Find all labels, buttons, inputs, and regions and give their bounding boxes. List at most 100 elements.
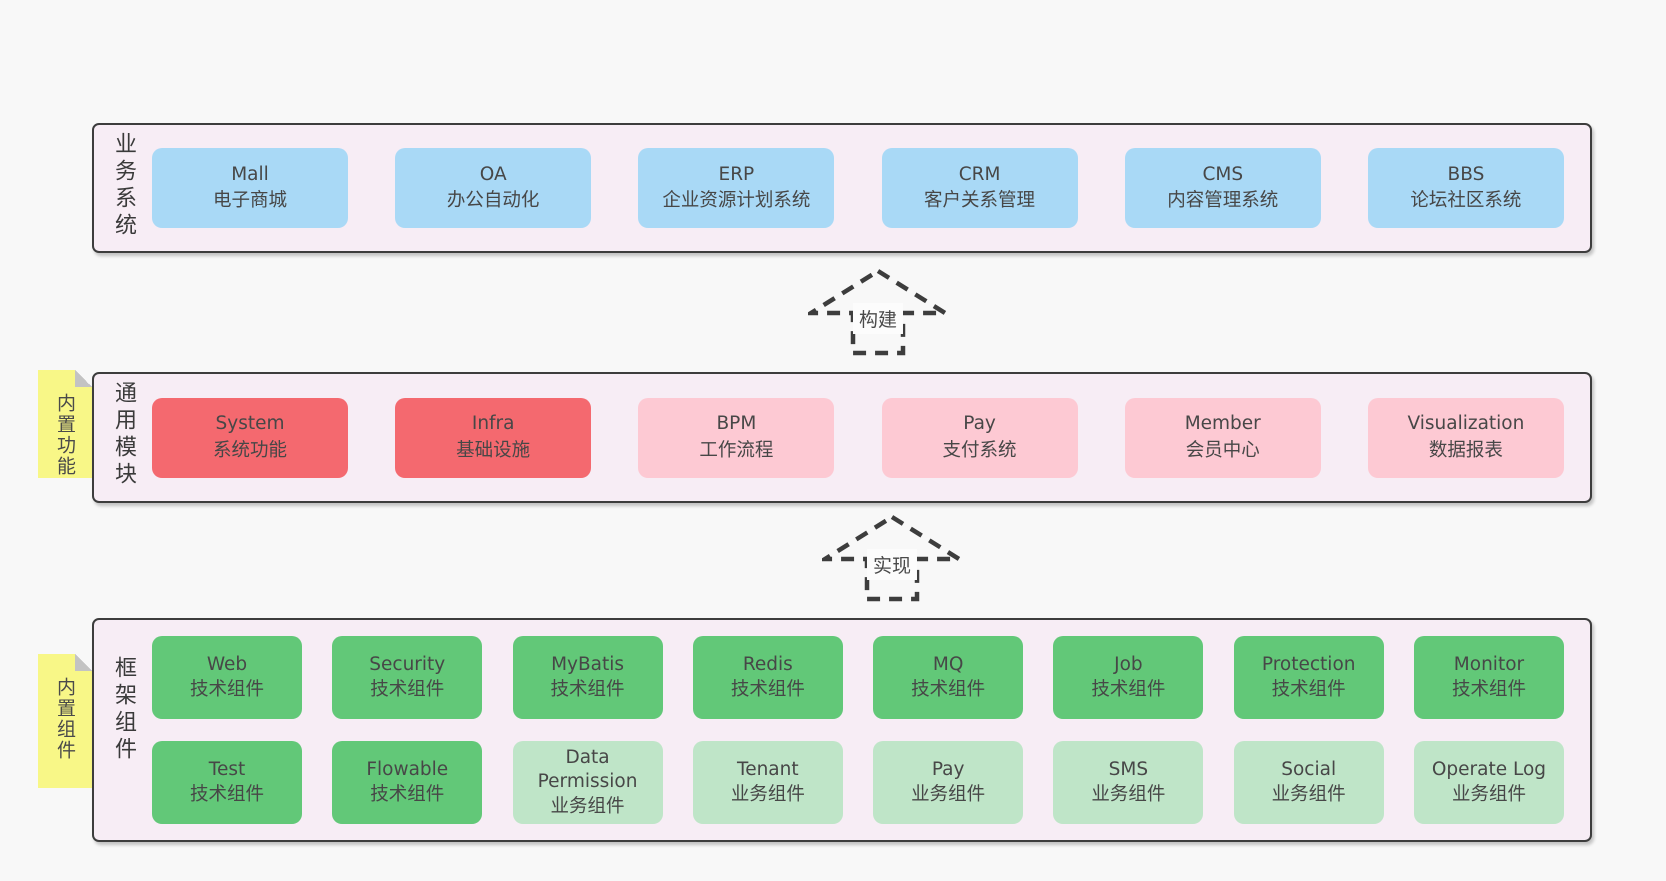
box-sms: SMS 业务组件 — [1053, 741, 1204, 824]
box-mq: MQ 技术组件 — [873, 636, 1024, 719]
box-subtitle: 业务组件 — [1091, 783, 1166, 805]
box-subtitle: 电子商城 — [212, 190, 287, 211]
box-title: Web — [206, 654, 248, 676]
box-social: Social 业务组件 — [1233, 741, 1384, 824]
box-protection: Protection 技术组件 — [1233, 636, 1384, 719]
implement-arrow-icon: 实现 — [822, 514, 962, 602]
sticky-note-builtin-components: 内置组件 — [38, 654, 92, 788]
build-arrow-icon: 构建 — [808, 268, 948, 356]
box-subtitle: 论坛社区系统 — [1410, 190, 1522, 211]
box-security: Security 技术组件 — [332, 636, 483, 719]
box-subtitle: 业务组件 — [1451, 783, 1526, 805]
build-arrow-label: 构建 — [852, 303, 904, 334]
box-subtitle: 内容管理系统 — [1167, 190, 1279, 211]
box-title: BPM — [716, 413, 757, 435]
sticky-note-builtin-features: 内置功能 — [38, 370, 92, 478]
section-label-business: 业务系统 — [111, 132, 136, 240]
box-subtitle: 技术组件 — [1271, 678, 1346, 700]
box-title: BBS — [1447, 163, 1485, 185]
box-bbs: BBS 论坛社区系统 — [1367, 148, 1564, 228]
box-title: Social — [1281, 759, 1337, 781]
box-title: Job — [1114, 654, 1143, 676]
box-subtitle: 技术组件 — [370, 783, 445, 805]
box-visualization: Visualization 数据报表 — [1367, 397, 1564, 478]
box-title: Pay — [931, 759, 965, 781]
box-title: SMS — [1108, 759, 1149, 781]
box-web: Web 技术组件 — [152, 636, 302, 719]
box-subtitle: 技术组件 — [189, 678, 264, 700]
box-cms: CMS 内容管理系统 — [1124, 148, 1321, 228]
box-pay: Pay 支付系统 — [881, 397, 1078, 478]
box-mall: Mall 电子商城 — [152, 148, 348, 228]
section-business-systems: 业务系统 Mall 电子商城 OA 办公自动化 ERP 企业资源计划系统 CRM… — [92, 123, 1592, 253]
box-title: CRM — [958, 163, 1001, 185]
box-infra: Infra 基础设施 — [395, 397, 592, 478]
box-subtitle: 技术组件 — [1451, 678, 1526, 700]
box-crm: CRM 客户关系管理 — [881, 148, 1078, 228]
sticky-text: 内置组件 — [54, 677, 76, 761]
box-title: Mall — [231, 163, 269, 185]
box-title: Infra — [471, 413, 515, 435]
box-title: Pay — [963, 413, 996, 435]
box-title: Monitor — [1453, 654, 1525, 676]
box-title: CMS — [1202, 163, 1244, 185]
box-mybatis: MyBatis 技术组件 — [512, 636, 663, 719]
box-title: Tenant — [737, 759, 799, 781]
box-subtitle: 支付系统 — [942, 439, 1017, 461]
box-monitor: Monitor 技术组件 — [1413, 636, 1564, 719]
box-subtitle: 技术组件 — [189, 783, 264, 805]
box-subtitle: 技术组件 — [370, 678, 445, 700]
box-test: Test 技术组件 — [152, 741, 302, 824]
box-subtitle: 技术组件 — [550, 678, 625, 700]
box-subtitle: 办公自动化 — [446, 190, 540, 211]
box-job: Job 技术组件 — [1053, 636, 1204, 719]
business-boxes-row: Mall 电子商城 OA 办公自动化 ERP 企业资源计划系统 CRM 客户关系… — [152, 125, 1564, 251]
box-subtitle: 业务组件 — [550, 795, 625, 817]
box-subtitle: 企业资源计划系统 — [662, 190, 811, 211]
box-title: Test — [208, 759, 246, 781]
box-title: Data Permission — [537, 746, 638, 793]
box-pay-biz: Pay 业务组件 — [873, 741, 1024, 824]
box-title: OA — [479, 163, 507, 185]
box-title: MyBatis — [551, 654, 625, 676]
box-subtitle: 技术组件 — [911, 678, 986, 700]
box-subtitle: 基础设施 — [456, 439, 531, 461]
box-title: MQ — [932, 654, 964, 676]
box-data-permission: Data Permission 业务组件 — [512, 741, 663, 824]
box-title: Flowable — [366, 759, 449, 781]
box-member: Member 会员中心 — [1124, 397, 1321, 478]
components-boxes-grid: Web 技术组件 Security 技术组件 MyBatis 技术组件 Redi… — [152, 620, 1564, 840]
box-subtitle: 系统功能 — [212, 439, 287, 461]
box-subtitle: 技术组件 — [1091, 678, 1166, 700]
box-oa: OA 办公自动化 — [395, 148, 592, 228]
box-subtitle: 客户关系管理 — [924, 190, 1036, 211]
box-subtitle: 工作流程 — [699, 439, 774, 461]
box-flowable: Flowable 技术组件 — [332, 741, 483, 824]
sticky-text: 内置功能 — [54, 393, 76, 477]
sticky-fold-icon — [75, 654, 92, 671]
sticky-fold-icon — [75, 370, 92, 387]
box-tenant: Tenant 业务组件 — [692, 741, 843, 824]
box-title: Protection — [1261, 654, 1356, 676]
box-erp: ERP 企业资源计划系统 — [638, 148, 835, 228]
box-bpm: BPM 工作流程 — [638, 397, 835, 478]
section-label-components: 框架组件 — [111, 656, 136, 764]
section-framework-components: 框架组件 Web 技术组件 Security 技术组件 MyBatis 技术组件… — [92, 618, 1592, 842]
box-title: Operate Log — [1431, 759, 1547, 781]
section-label-modules: 通用模块 — [111, 381, 136, 489]
box-title: System — [215, 413, 285, 435]
box-title: Member — [1184, 413, 1261, 435]
box-subtitle: 业务组件 — [1271, 783, 1346, 805]
box-title: ERP — [718, 163, 755, 185]
box-subtitle: 业务组件 — [911, 783, 986, 805]
implement-arrow-label: 实现 — [866, 549, 918, 580]
box-subtitle: 数据报表 — [1428, 439, 1503, 461]
box-subtitle: 会员中心 — [1185, 439, 1260, 461]
box-title: Security — [369, 654, 446, 676]
box-subtitle: 技术组件 — [730, 678, 805, 700]
section-common-modules: 通用模块 System 系统功能 Infra 基础设施 BPM 工作流程 Pay… — [92, 372, 1592, 503]
components-row-2: Test 技术组件 Flowable 技术组件 Data Permission … — [152, 741, 1564, 824]
box-system: System 系统功能 — [152, 397, 348, 478]
box-operate-log: Operate Log 业务组件 — [1413, 741, 1564, 824]
box-subtitle: 业务组件 — [730, 783, 805, 805]
